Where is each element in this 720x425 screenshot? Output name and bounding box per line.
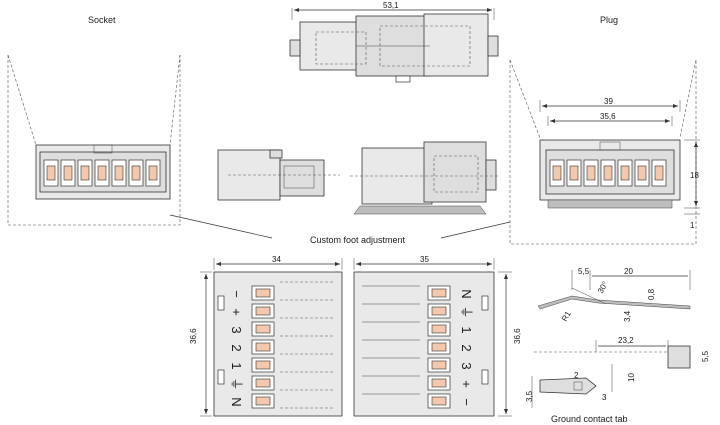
socket-pin-label: N (229, 397, 244, 406)
dim-plug-foot: 1 (690, 221, 695, 230)
plug-contacts (549, 159, 667, 187)
dim-tab-w: 2 (574, 371, 579, 380)
ground-tab-label: Ground contact tab (551, 414, 628, 424)
socket-pin-label: − (229, 290, 244, 298)
plug-pin-label: N (459, 289, 474, 298)
plug-pin-label: ⏚ (459, 305, 474, 318)
dim-tab-h: 3,4 (623, 310, 632, 322)
socket-pin-contacts (251, 285, 275, 409)
dim-tab-angle: 30° (596, 280, 610, 295)
socket-side-view (217, 149, 340, 201)
plug-pin-contacts (427, 285, 451, 409)
plug-pin-label: − (459, 398, 474, 406)
plug-pin-labels: N ⏚ 1 2 3 + − (459, 289, 474, 405)
ground-tab-profile: 5,5 20 30° 0,8 3,4 R1 (537, 267, 691, 323)
dim-plug-width-outer: 39 (604, 97, 613, 106)
dim-tab-r: R1 (560, 309, 573, 323)
ground-tab-plan: 23,2 5,5 2 10 3 3,5 (525, 336, 710, 408)
plug-latch-lines (362, 285, 420, 395)
top-view-mated: 53,1 (289, 1, 499, 83)
dim-tab-small: 3,5 (525, 390, 534, 402)
socket-latch-lines (280, 281, 334, 409)
dim-front-height-right: 36,6 (513, 328, 522, 344)
socket-pin-labels: − + 3 2 1 ⏚ N (229, 290, 244, 406)
dim-tab-end: 5,5 (701, 350, 710, 362)
dim-plug-front-width: 35 (420, 255, 429, 264)
dim-plug-width-inner: 35,6 (600, 112, 616, 121)
plug-pin-label: 1 (459, 326, 474, 333)
socket-contacts (43, 159, 161, 187)
custom-foot-label: Custom foot adjustment (310, 235, 406, 245)
socket-pin-label: 3 (229, 326, 244, 333)
dim-socket-front-width: 34 (272, 255, 281, 264)
dim-plug-height: 18 (690, 171, 699, 180)
dim-tab-gap: 10 (627, 373, 636, 382)
dim-tab-a: 5,5 (578, 267, 590, 276)
socket-pin-face: 34 36,6 − + (189, 255, 343, 417)
socket-pin-label: + (229, 308, 244, 316)
socket-label: Socket (88, 15, 116, 25)
plug-label: Plug (600, 15, 618, 25)
dim-top-length: 53,1 (383, 1, 399, 10)
dim-tab-hole: 3 (602, 393, 607, 402)
plug-side-view (350, 141, 511, 239)
plug-pin-label: + (459, 380, 474, 388)
socket-pin-label: 2 (229, 344, 244, 351)
dim-tab-len: 23,2 (618, 336, 634, 345)
plug-pin-label: 2 (459, 344, 474, 351)
dim-front-height-left: 36,6 (189, 328, 198, 344)
plug-pin-label: 3 (459, 362, 474, 369)
socket-front-view (7, 54, 273, 239)
plug-pin-face: 35 36,6 N ⏚ 1 (353, 255, 522, 417)
socket-pin-label: 1 (229, 362, 244, 369)
dim-tab-b: 20 (624, 267, 633, 276)
dim-tab-thk: 0,8 (647, 288, 656, 300)
socket-pin-label: ⏚ (229, 377, 244, 390)
plug-front-view: 39 35,6 18 1 (509, 59, 700, 245)
